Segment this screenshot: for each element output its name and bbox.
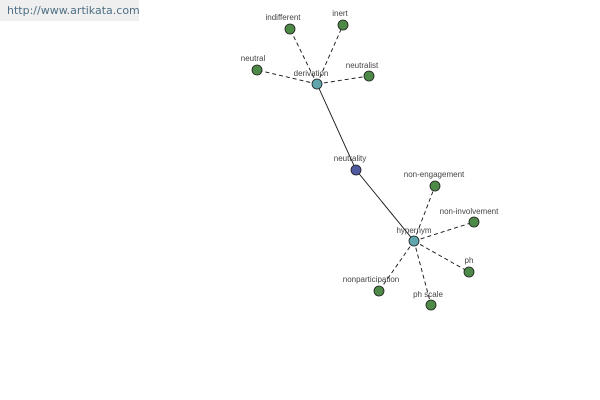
node-label-ph-scale: ph scale <box>413 290 443 299</box>
node-non-involvement[interactable]: non-involvement <box>440 207 499 228</box>
node-label-non-engagement: non-engagement <box>404 170 465 179</box>
edge-derivation-to-neutralist <box>316 75 370 85</box>
node-label-inert: inert <box>332 9 348 18</box>
node-marker-non-involvement[interactable] <box>468 216 480 228</box>
node-neutral[interactable]: neutral <box>241 54 266 76</box>
node-neutralist[interactable]: neutralist <box>346 61 379 82</box>
node-label-derivation: derivation <box>294 69 329 78</box>
node-marker-non-engagement[interactable] <box>429 180 441 192</box>
node-marker-inert[interactable] <box>337 19 349 31</box>
node-label-indifferent: indifferent <box>266 13 302 22</box>
edge-derivation-to-neutral <box>256 69 318 85</box>
node-label-non-involvement: non-involvement <box>440 207 499 216</box>
node-marker-neutralist[interactable] <box>363 70 375 82</box>
graph-edges <box>256 24 475 306</box>
edge-neutrality-to-derivation <box>316 83 357 171</box>
edge-neutrality-to-hypernym <box>355 169 415 242</box>
edge-hypernym-to-non-involvement <box>413 221 475 242</box>
node-hypernym[interactable]: hypernym <box>396 226 432 247</box>
node-label-hypernym: hypernym <box>396 226 431 235</box>
node-label-neutralist: neutralist <box>346 61 379 70</box>
edge-derivation-to-indifferent <box>289 28 318 85</box>
graph-nodes: neutrality derivation hypernym indifferent i… <box>241 9 499 311</box>
node-derivation[interactable]: derivation <box>294 69 329 90</box>
node-marker-ph[interactable] <box>463 266 475 278</box>
node-label-neutrality: neutrality <box>334 154 366 163</box>
node-marker-nonparticipation[interactable] <box>373 285 385 297</box>
edge-hypernym-to-nonparticipation <box>378 240 415 292</box>
node-marker-neutral[interactable] <box>251 64 263 76</box>
edge-hypernym-to-ph <box>413 240 470 273</box>
node-ph-scale[interactable]: ph scale <box>413 290 443 311</box>
edge-derivation-to-inert <box>316 24 344 85</box>
node-nonparticipation[interactable]: nonparticipation <box>343 275 399 297</box>
node-label-nonparticipation: nonparticipation <box>343 275 399 284</box>
node-marker-ph-scale[interactable] <box>425 299 437 311</box>
node-non-engagement[interactable]: non-engagement <box>404 170 465 192</box>
edge-hypernym-to-non-engagement <box>413 185 436 242</box>
node-label-neutral: neutral <box>241 54 266 63</box>
node-marker-neutrality[interactable] <box>350 164 362 176</box>
node-inert[interactable]: inert <box>332 9 349 31</box>
node-label-ph: ph <box>465 256 474 265</box>
node-ph[interactable]: ph <box>463 256 475 278</box>
node-marker-hypernym[interactable] <box>408 235 420 247</box>
site-watermark[interactable]: http://www.artikata.com <box>0 0 140 21</box>
node-neutrality[interactable]: neutrality <box>334 154 366 176</box>
node-marker-indifferent[interactable] <box>284 23 296 35</box>
node-indifferent[interactable]: indifferent <box>266 13 302 35</box>
node-marker-derivation[interactable] <box>311 78 323 90</box>
